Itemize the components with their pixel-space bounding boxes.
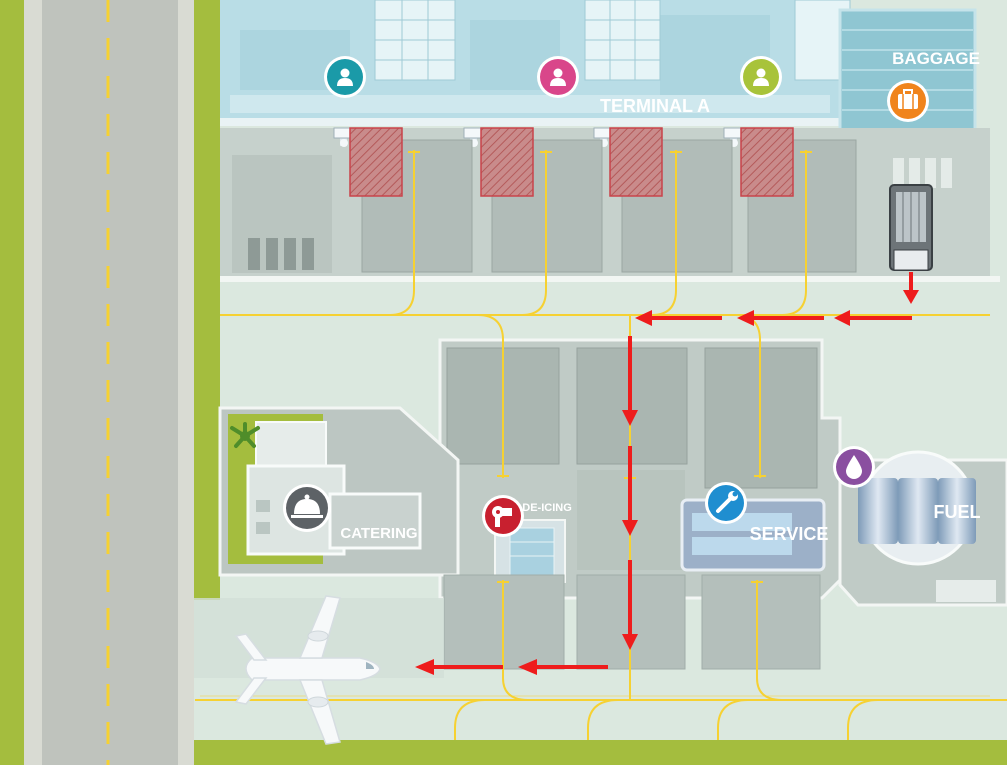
fuel-label: FUEL [934,502,981,522]
terminal-building [220,0,851,126]
route-arrows [415,272,919,675]
parking-marks [248,238,314,270]
runway [42,0,178,765]
hair-dryer-icon [492,506,512,527]
baggage-tug-icon[interactable] [889,184,933,271]
deicing-button[interactable] [482,495,524,537]
palm-tree-icon [230,422,260,448]
cloche-icon [291,494,323,518]
service-button[interactable] [705,482,747,524]
baggage-label: BAGGAGE [892,49,980,68]
suitcase-icon [898,89,918,109]
stop-bars [408,151,812,583]
gate-1-passenger-button[interactable] [324,56,366,98]
gate-stand-4[interactable] [740,127,857,273]
gate-2-passenger-button[interactable] [537,56,579,98]
airplane-icon[interactable] [234,595,381,745]
gate-zone-block [232,155,332,273]
grass-left [194,0,220,600]
catering-button[interactable] [283,484,331,532]
catering-label: CATERING [340,525,417,542]
baggage-button[interactable] [887,80,929,122]
gate-stand-1[interactable] [349,127,473,273]
fuel-button[interactable] [833,446,875,488]
deicing-label: DE-ICING [522,502,572,514]
service-label: SERVICE [750,524,829,544]
wrench-icon [716,491,738,513]
grass-bottom [194,740,1007,765]
gate-3-passenger-button[interactable] [740,56,782,98]
gate-curb [220,276,1000,282]
fuel-depot [838,450,1007,607]
catering-area [218,406,460,577]
gate-stand-3[interactable] [609,127,733,273]
droplet-icon [846,455,862,479]
terminal-label: TERMINAL A [600,96,710,116]
baggage-hall [893,158,952,188]
gate-zone [220,128,990,276]
gate-stand-2[interactable] [480,127,603,273]
